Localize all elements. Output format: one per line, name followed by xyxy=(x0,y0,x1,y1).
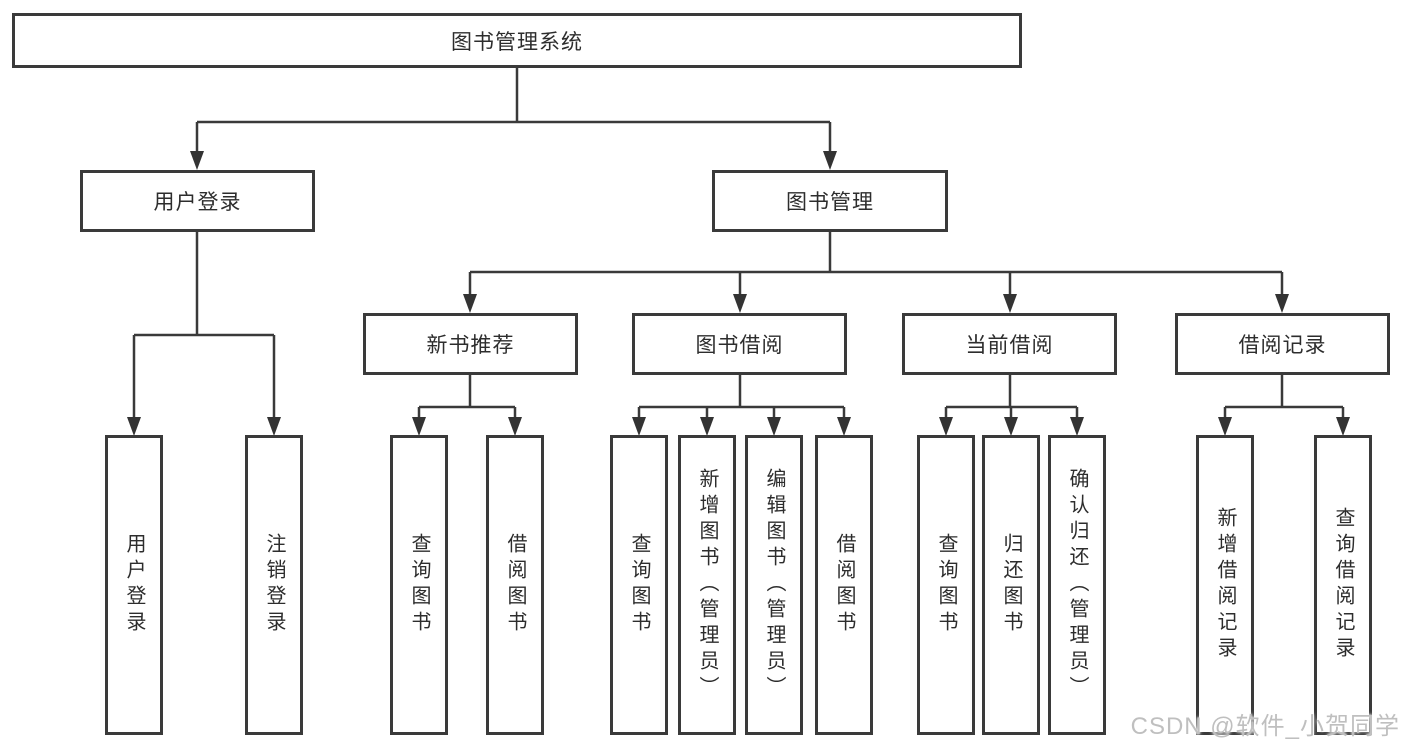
leaf-edit-books-admin: 编辑图书（管理员） xyxy=(745,435,803,735)
leaf-query-books-borrow: 查询图书 xyxy=(610,435,668,735)
leaf-query-borrow-record: 查询借阅记录 xyxy=(1314,435,1372,735)
leaf-label: 查询图书 xyxy=(628,533,650,637)
leaf-label: 编辑图书（管理员） xyxy=(763,468,785,702)
node-borrowing-records: 借阅记录 xyxy=(1175,313,1390,375)
node-label: 当前借阅 xyxy=(965,334,1054,357)
leaf-label: 新增图书（管理员） xyxy=(696,468,718,702)
leaf-return-books: 归还图书 xyxy=(982,435,1040,735)
leaf-borrow-books: 借阅图书 xyxy=(815,435,873,735)
leaf-label: 查询借阅记录 xyxy=(1332,507,1354,663)
node-label: 用户登录 xyxy=(153,191,242,214)
csdn-watermark: CSDN @软件_小贺同学 xyxy=(1130,713,1400,740)
node-label: 新书推荐 xyxy=(426,334,515,357)
leaf-user-login: 用户登录 xyxy=(105,435,163,735)
node-book-management-module: 图书管理 xyxy=(712,170,948,232)
leaf-query-books-recommend: 查询图书 xyxy=(390,435,448,735)
leaf-borrow-books-recommend: 借阅图书 xyxy=(486,435,544,735)
leaf-label: 用户登录 xyxy=(123,533,145,637)
node-label: 图书借阅 xyxy=(695,334,784,357)
leaf-label: 注销登录 xyxy=(263,533,285,637)
leaf-query-books-current: 查询图书 xyxy=(917,435,975,735)
leaf-add-borrow-record: 新增借阅记录 xyxy=(1196,435,1254,735)
leaf-label: 借阅图书 xyxy=(504,533,526,637)
leaf-label: 借阅图书 xyxy=(833,533,855,637)
leaf-label: 新增借阅记录 xyxy=(1214,507,1236,663)
node-current-borrowing: 当前借阅 xyxy=(902,313,1117,375)
node-label: 借阅记录 xyxy=(1238,334,1327,357)
node-book-borrowing: 图书借阅 xyxy=(632,313,847,375)
leaf-logout: 注销登录 xyxy=(245,435,303,735)
node-new-book-recommend: 新书推荐 xyxy=(363,313,578,375)
leaf-label: 归还图书 xyxy=(1000,533,1022,637)
node-library-management-system: 图书管理系统 xyxy=(12,13,1022,68)
leaf-label: 确认归还（管理员） xyxy=(1066,468,1088,702)
leaf-label: 查询图书 xyxy=(935,533,957,637)
node-label: 图书管理系统 xyxy=(451,30,583,54)
node-label: 图书管理 xyxy=(786,191,874,214)
node-user-login-module: 用户登录 xyxy=(80,170,315,232)
leaf-confirm-return-admin: 确认归还（管理员） xyxy=(1048,435,1106,735)
arrowheads xyxy=(127,151,1350,436)
leaf-label: 查询图书 xyxy=(408,533,430,637)
leaf-add-books-admin: 新增图书（管理员） xyxy=(678,435,736,735)
